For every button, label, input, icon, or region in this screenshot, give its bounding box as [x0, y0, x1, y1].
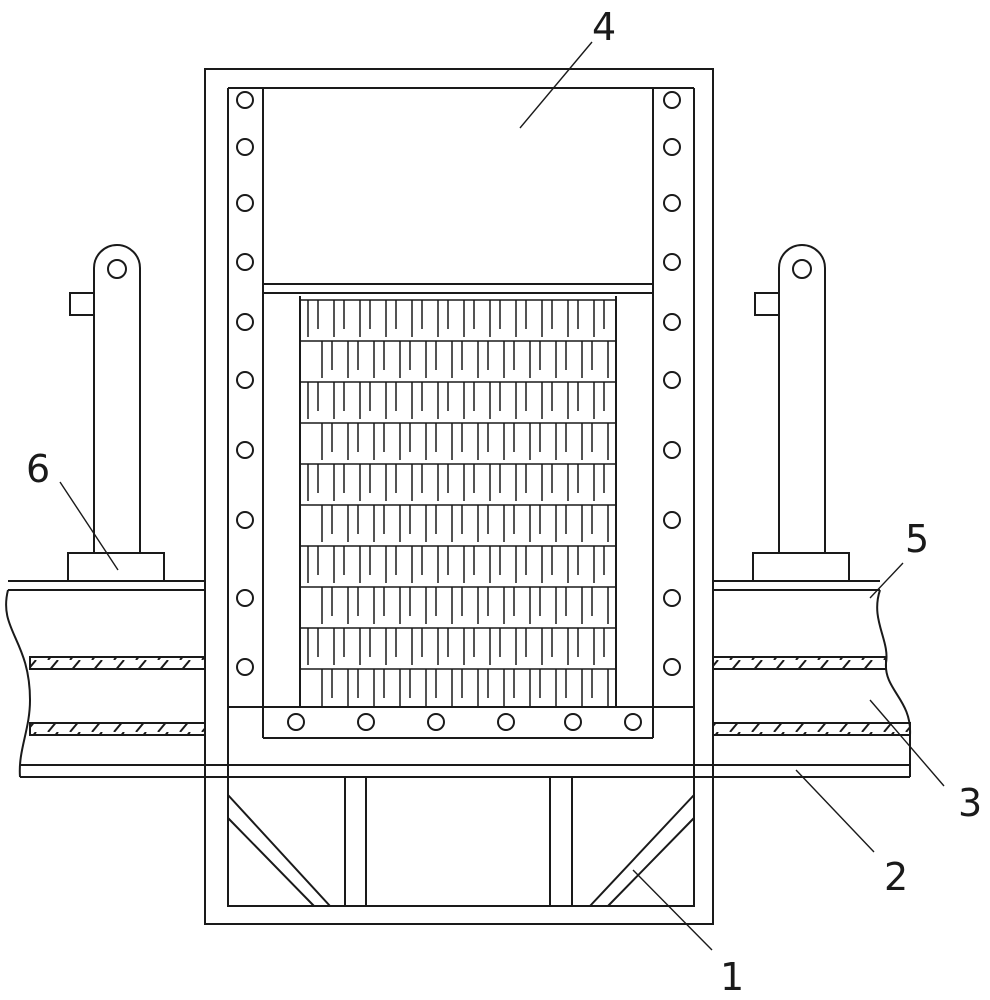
- bolt-hole: [236, 589, 254, 607]
- bolt-hole: [663, 253, 681, 271]
- bolt-hole: [287, 713, 305, 731]
- bolt-hole: [663, 511, 681, 529]
- bolt-hole: [663, 658, 681, 676]
- bolt-hole: [236, 194, 254, 212]
- bolt-hole: [236, 371, 254, 389]
- part-labels: 4 5 3 2 1 6: [26, 5, 982, 999]
- right-pipe: [712, 580, 912, 778]
- label-3: 3: [958, 781, 982, 825]
- leader-lines: [59, 41, 945, 951]
- right-lifting-lug: [752, 244, 850, 582]
- bolt-hole: [663, 371, 681, 389]
- label-5: 5: [905, 517, 929, 561]
- bolt-hole: [663, 441, 681, 459]
- bolt-holes: [236, 91, 681, 731]
- left-lifting-lug: [67, 244, 165, 582]
- bolt-hole: [663, 589, 681, 607]
- bolt-hole: [427, 713, 445, 731]
- bolt-hole: [236, 441, 254, 459]
- bolt-hole: [236, 511, 254, 529]
- bolt-hole: [663, 194, 681, 212]
- label-2: 2: [884, 855, 908, 899]
- bolt-hole: [236, 138, 254, 156]
- base-support: [227, 777, 695, 907]
- bolt-hole: [236, 253, 254, 271]
- label-4: 4: [592, 5, 616, 49]
- bolt-hole: [663, 138, 681, 156]
- filter-screen: [300, 299, 616, 706]
- housing-frame: [204, 68, 714, 925]
- label-1: 1: [720, 955, 744, 999]
- label-6: 6: [26, 447, 50, 491]
- bolt-hole: [236, 658, 254, 676]
- bolt-hole: [624, 713, 642, 731]
- bolt-hole: [497, 713, 515, 731]
- bolt-hole: [236, 313, 254, 331]
- bolt-hole: [663, 91, 681, 109]
- bolt-hole: [663, 313, 681, 331]
- bolt-hole: [236, 91, 254, 109]
- bolt-hole: [564, 713, 582, 731]
- left-pipe: [5, 580, 206, 778]
- bolt-hole: [357, 713, 375, 731]
